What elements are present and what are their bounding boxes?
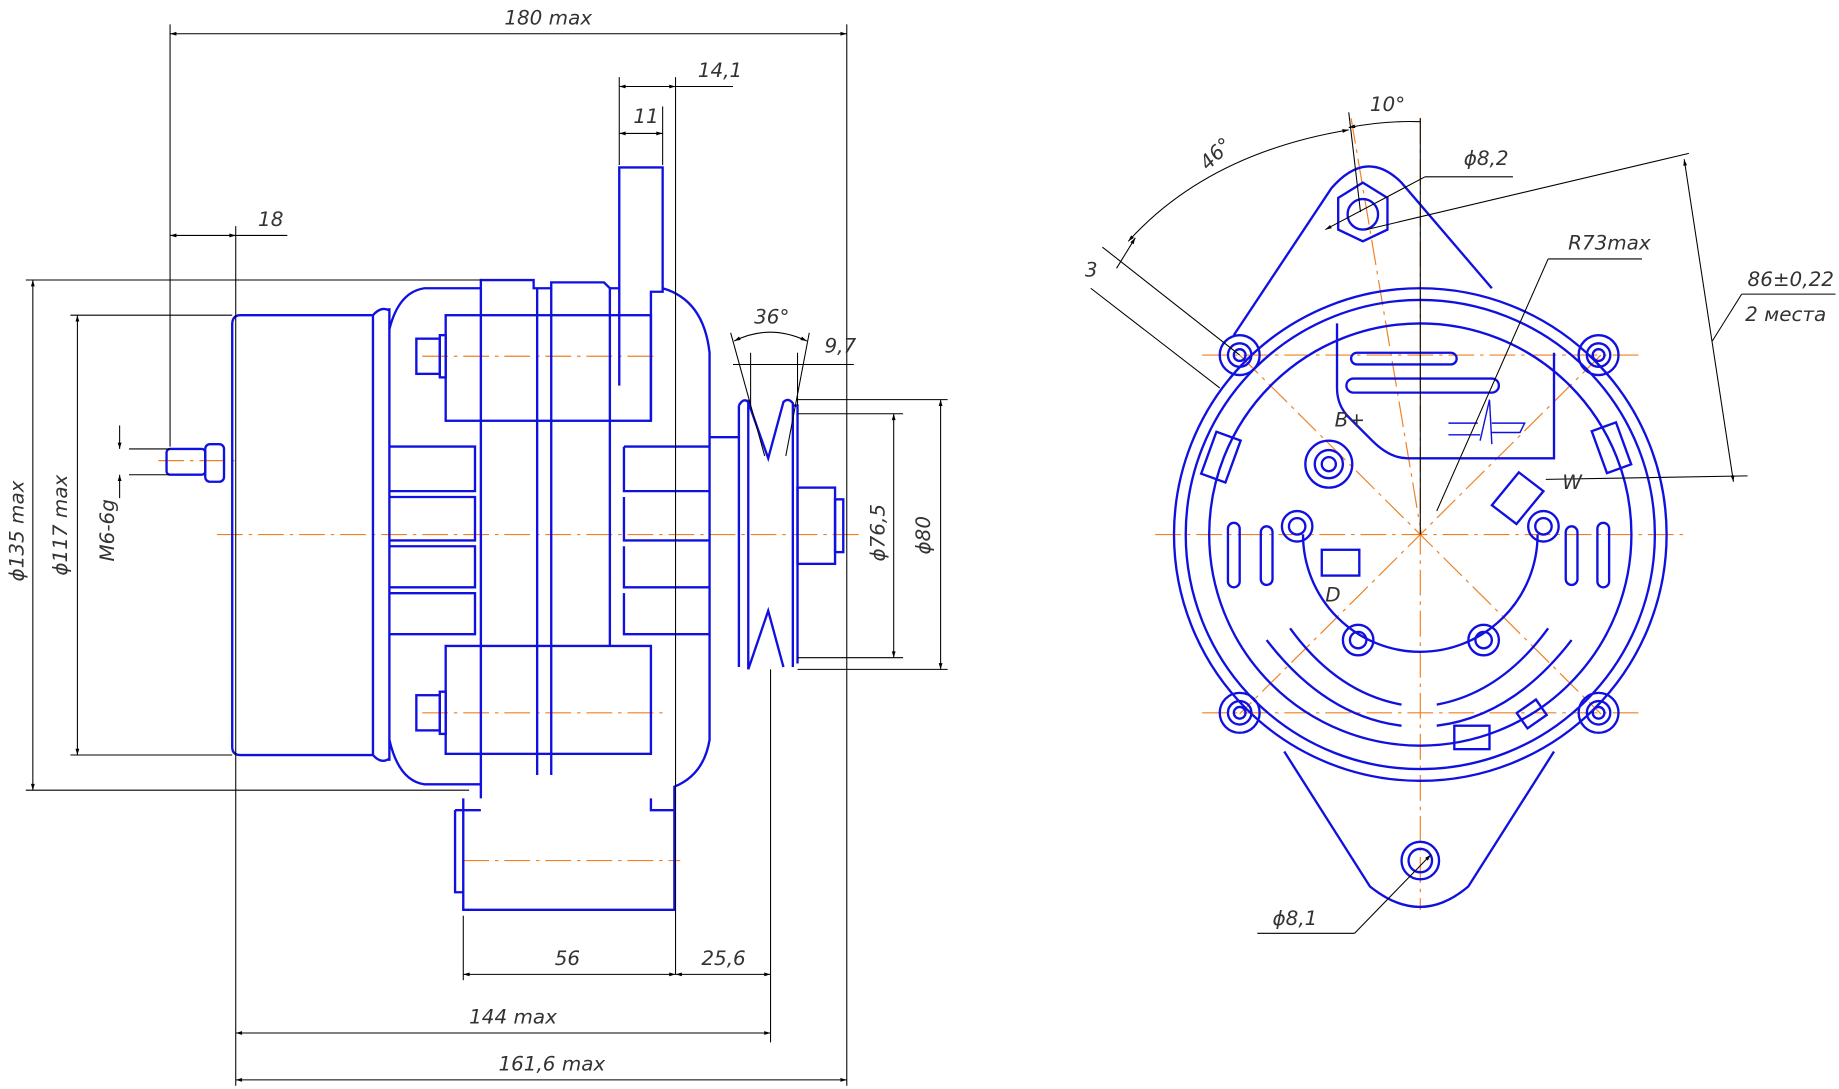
dim-groove-angle: 36° bbox=[754, 305, 789, 328]
cover-slot-1 bbox=[1349, 351, 1458, 366]
logo-kzate bbox=[1448, 399, 1526, 445]
rear-cover bbox=[231, 314, 373, 757]
dim-stud-thread: M6-6g bbox=[96, 499, 119, 561]
housing-seams bbox=[479, 288, 612, 785]
side-dimension-lines bbox=[25, 24, 948, 1086]
side-view: 180 max 14,1 11 18 36° 9,7 ϕ135 max ϕ117… bbox=[5, 6, 948, 1086]
dim-cover-diameter: ϕ117 max bbox=[49, 474, 72, 575]
dim-radius: R73max bbox=[1568, 232, 1651, 255]
housing bbox=[388, 278, 711, 811]
dim-bracket-offset: 14,1 bbox=[698, 59, 742, 82]
rectifier-screws bbox=[1280, 509, 1560, 657]
vent-slots bbox=[1226, 521, 1611, 727]
dim-groove-width: 9,7 bbox=[825, 335, 857, 358]
dim-lower-bracket-width: 56 bbox=[555, 947, 580, 970]
dim-stud-length: 18 bbox=[258, 208, 283, 231]
cover-flange bbox=[371, 307, 391, 762]
dim-overall-length: 180 max bbox=[504, 6, 592, 29]
front-view: 10° 46° ϕ8,2 3 R73max 86±0,22 2 места B+… bbox=[1085, 93, 1836, 934]
label-d: D bbox=[1325, 583, 1340, 606]
dim-pulley-inner: ϕ76,5 bbox=[866, 504, 889, 561]
dim-slot-width: 3 bbox=[1085, 259, 1098, 282]
front-dimension-lines bbox=[1090, 112, 1836, 934]
dim-angle-small: 10° bbox=[1370, 93, 1405, 116]
dim-bottom-hole: ϕ8,1 bbox=[1273, 907, 1318, 930]
dim-total-length: 161,6 max bbox=[498, 1053, 605, 1076]
inner-arc bbox=[1301, 534, 1539, 653]
bottom-mounting-ear bbox=[1283, 750, 1555, 908]
mounting-bolts bbox=[1218, 333, 1620, 734]
terminal-stud bbox=[165, 443, 226, 483]
cooling-fins bbox=[389, 445, 710, 636]
regulator-cover bbox=[1335, 323, 1556, 460]
upper-mount-bracket bbox=[618, 166, 664, 421]
terminal-w bbox=[1490, 470, 1546, 526]
bolt-head-top bbox=[415, 333, 447, 379]
dim-body-length: 144 max bbox=[469, 1006, 557, 1029]
dim-top-hole: ϕ8,2 bbox=[1464, 147, 1509, 170]
bolt-head-bottom bbox=[415, 690, 447, 736]
pulley-nut bbox=[796, 486, 845, 566]
dim-hole-spacing: 86±0,22 bbox=[1748, 268, 1834, 291]
dim-hole-spacing-note: 2 места bbox=[1745, 303, 1826, 326]
label-w: W bbox=[1562, 471, 1583, 494]
dim-housing-diameter: ϕ135 max bbox=[5, 480, 28, 581]
dim-pulley-offset: 25,6 bbox=[701, 947, 745, 970]
terminal-d bbox=[1320, 548, 1361, 577]
top-mounting-ear bbox=[1232, 165, 1493, 336]
top-ear-hole bbox=[1337, 181, 1389, 243]
dim-angle-large: 46° bbox=[1195, 133, 1236, 174]
bottom-ear-hole bbox=[1400, 840, 1441, 881]
cover-slot-2 bbox=[1345, 377, 1501, 394]
dim-bracket-thickness: 11 bbox=[633, 105, 658, 128]
dim-pulley-outer: ϕ80 bbox=[912, 516, 935, 555]
housing-clips bbox=[1199, 420, 1633, 751]
lower-plate bbox=[444, 644, 653, 756]
label-b-plus: B+ bbox=[1335, 409, 1365, 432]
lower-mount-bracket bbox=[453, 798, 676, 912]
terminal-b-plus bbox=[1304, 439, 1354, 489]
